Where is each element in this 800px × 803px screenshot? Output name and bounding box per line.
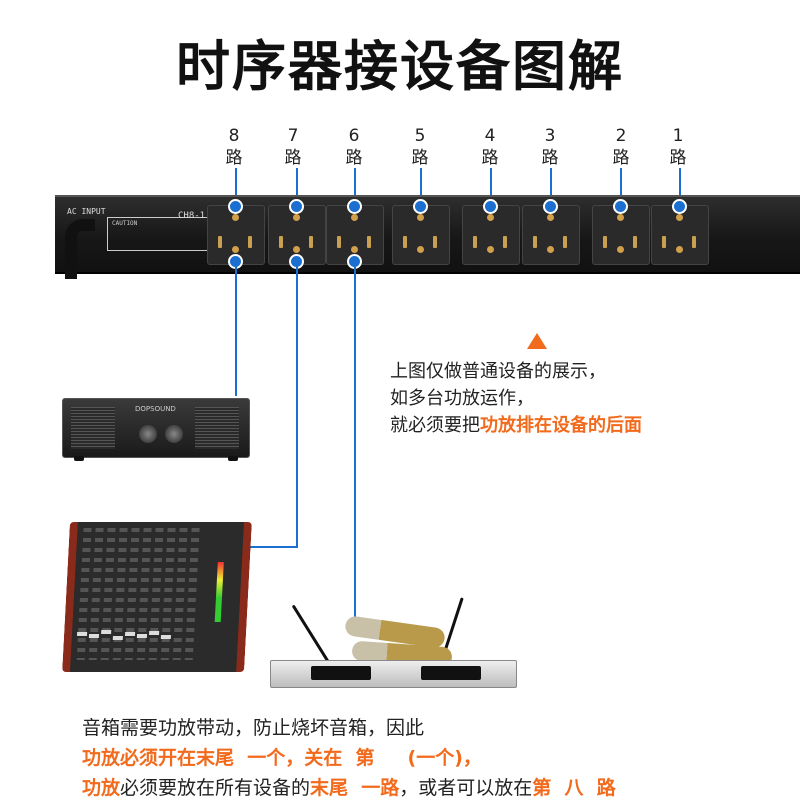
wireless-mic-receiver	[270, 660, 517, 688]
triangle-marker-icon	[527, 333, 547, 349]
bottom-line-2: 功放必须开在末尾 一个，关在 第 (一个)，	[82, 743, 616, 773]
top-dot-2	[613, 199, 628, 214]
outlet-4	[462, 205, 520, 265]
top-dot-3	[543, 199, 558, 214]
power-cable	[65, 219, 95, 279]
connection-line-6	[354, 266, 356, 626]
outlet-1	[651, 205, 709, 265]
connection-line-8	[235, 266, 237, 396]
bottom-line-3: 功放必须要放在所有设备的末尾 一路，或者可以放在第 八 路	[82, 773, 616, 803]
power-amplifier: DOPSOUND	[62, 398, 250, 458]
top-dot-7	[289, 199, 304, 214]
note-line-3: 就必须要把功放排在设备的后面	[390, 412, 642, 439]
note-line-2: 如多台功放运作，	[390, 385, 642, 412]
outlet-5	[392, 205, 450, 265]
top-dot-8	[228, 199, 243, 214]
top-dot-5	[413, 199, 428, 214]
outlet-3	[522, 205, 580, 265]
amp-foot-right	[228, 456, 238, 461]
bottom-instructions: 音箱需要功放带动，防止烧坏音箱，因此 功放必须开在末尾 一个，关在 第 (一个)…	[82, 713, 616, 803]
note-line-1: 上图仅做普通设备的展示，	[390, 358, 642, 385]
warning-label: CAUTION	[107, 217, 217, 251]
model-label: CH8-1	[178, 211, 205, 221]
outlet-2	[592, 205, 650, 265]
bottom-line-1: 音箱需要功放带动，防止烧坏音箱，因此	[82, 713, 616, 743]
note-text: 上图仅做普通设备的展示， 如多台功放运作， 就必须要把功放排在设备的后面	[390, 358, 642, 439]
top-dot-4	[483, 199, 498, 214]
audio-mixer	[62, 522, 252, 672]
connection-line-7-horizontal	[248, 546, 298, 548]
antenna-left	[292, 605, 332, 666]
amp-brand-label: DOPSOUND	[135, 405, 176, 413]
top-dot-6	[347, 199, 362, 214]
amp-foot-left	[74, 456, 84, 461]
ac-input-label: AC INPUT	[67, 207, 106, 216]
page-title: 时序器接设备图解	[0, 22, 800, 101]
connection-line-7	[296, 266, 298, 548]
top-dot-1	[672, 199, 687, 214]
